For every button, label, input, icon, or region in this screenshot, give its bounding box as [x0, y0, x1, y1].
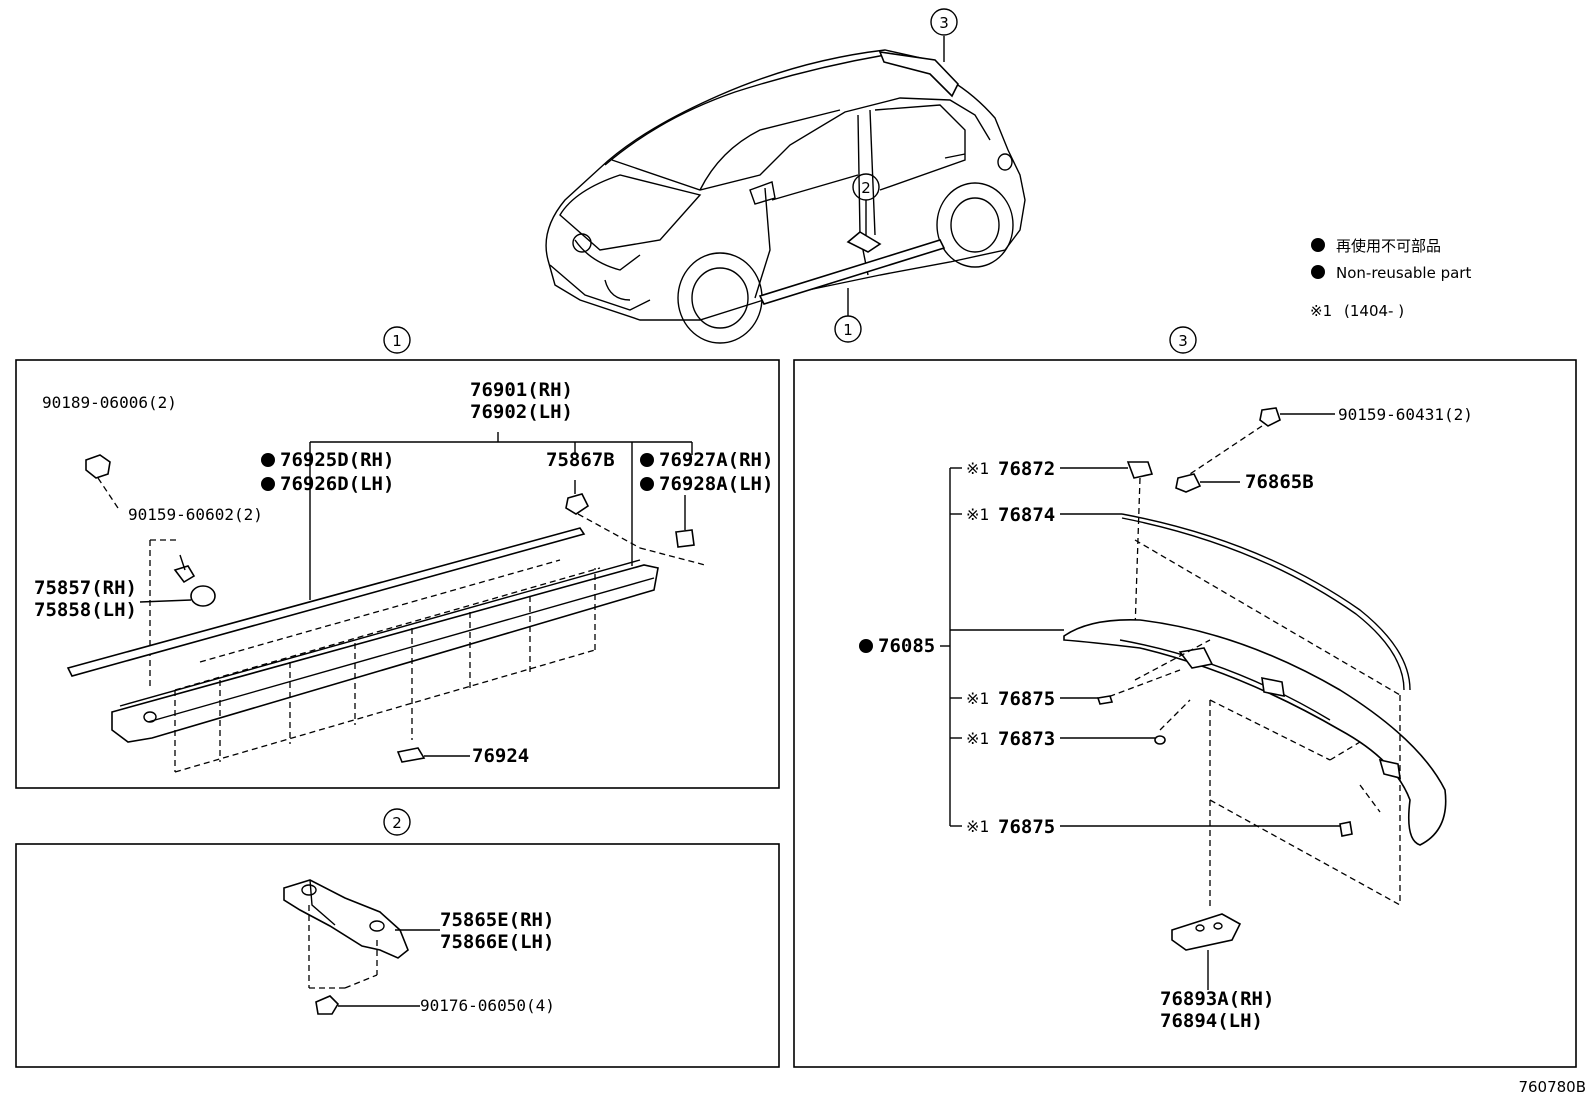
- label-90159-60602: 90159-60602(2): [128, 505, 263, 524]
- legend-note-mark: ※1: [1310, 302, 1332, 320]
- callout-3-panel: 3: [1169, 326, 1197, 354]
- callout-3-top: 3: [930, 8, 958, 36]
- panel-1-frame: [15, 359, 780, 789]
- non-reusable-dot-icon: [640, 477, 654, 491]
- moulding-strip: [66, 527, 586, 677]
- rocker-panel: [111, 564, 659, 743]
- label-90189-06006: 90189-06006(2): [42, 393, 177, 412]
- legend-non-reusable-en: Non-reusable part: [1336, 264, 1471, 282]
- note-mark: ※1: [966, 459, 989, 478]
- label-76875-a: 76875: [998, 688, 1055, 710]
- panel-1-labels: 90189-06006(2) 90159-60602(2) 75857(RH) …: [34, 379, 773, 767]
- svg-text:1: 1: [392, 332, 402, 350]
- label-90176-06050: 90176-06050(4): [420, 996, 555, 1015]
- label-75858: 75858(LH): [34, 599, 137, 621]
- label-76926D: 76926D(LH): [280, 473, 394, 495]
- label-76901: 76901(RH): [470, 379, 573, 401]
- figure-id: 760780B: [1518, 1078, 1586, 1096]
- non-reusable-dot-icon: [261, 453, 275, 467]
- panel-3-frame: [793, 359, 1577, 1068]
- label-76924: 76924: [472, 745, 529, 767]
- clip-90176: [315, 995, 340, 1015]
- non-reusable-dot-icon: [859, 639, 873, 653]
- label-76928A: 76928A(LH): [659, 473, 773, 495]
- svg-text:1: 1: [843, 321, 853, 339]
- label-76927A: 76927A(RH): [659, 449, 773, 471]
- svg-text:3: 3: [1178, 332, 1188, 350]
- vehicle-overview: [545, 36, 1026, 344]
- label-75866E: 75866E(LH): [440, 931, 554, 953]
- non-reusable-dot-icon: [1311, 265, 1325, 279]
- note-mark: ※1: [966, 689, 989, 708]
- callout-1-panel: 1: [383, 326, 411, 354]
- label-76085: 76085: [878, 635, 935, 657]
- note-mark: ※1: [966, 729, 989, 748]
- svg-text:2: 2: [861, 179, 871, 197]
- label-75865E: 75865E(RH): [440, 909, 554, 931]
- label-76925D: 76925D(RH): [280, 449, 394, 471]
- label-76873: 76873: [998, 728, 1055, 750]
- label-76872: 76872: [998, 458, 1055, 480]
- panel-1-parts: [66, 432, 706, 773]
- callout-2-top: 2: [852, 173, 880, 201]
- label-76875-b: 76875: [998, 816, 1055, 838]
- svg-text:3: 3: [939, 14, 949, 32]
- non-reusable-dot-icon: [640, 453, 654, 467]
- note-mark: ※1: [966, 817, 989, 836]
- non-reusable-dot-icon: [261, 477, 275, 491]
- legend: 再使用不可部品 Non-reusable part ※1 (1404- ): [1310, 237, 1471, 320]
- panel-2-parts: [283, 879, 440, 1015]
- panel-2-frame: [15, 843, 780, 1068]
- label-76894: 76894(LH): [1160, 1010, 1263, 1032]
- label-90159-60431: 90159-60431(2): [1338, 405, 1473, 424]
- panel-3-labels: 90159-60431(2) ※1 76872 76865B ※1 76874 …: [859, 405, 1473, 1032]
- label-75867B: 75867B: [546, 449, 615, 471]
- label-75857: 75857(RH): [34, 577, 137, 599]
- label-76865B: 76865B: [1245, 471, 1314, 493]
- svg-text:2: 2: [392, 814, 402, 832]
- step-cover: [283, 879, 409, 959]
- callout-2-panel: 2: [383, 808, 411, 836]
- clip-90189: [85, 454, 111, 479]
- note-mark: ※1: [966, 505, 989, 524]
- bracket-76893: [1171, 913, 1242, 951]
- rear-spoiler: [1063, 619, 1447, 846]
- non-reusable-dot-icon: [1311, 238, 1325, 252]
- panel-2-labels: 75865E(RH) 75866E(LH) 90176-06050(4): [420, 909, 555, 1015]
- callout-1-top: 1: [834, 315, 862, 343]
- label-76902: 76902(LH): [470, 401, 573, 423]
- panel-3-parts: [940, 407, 1447, 990]
- legend-non-reusable-jp: 再使用不可部品: [1336, 237, 1441, 255]
- label-76893A: 76893A(RH): [1160, 988, 1274, 1010]
- label-76874: 76874: [998, 504, 1055, 526]
- legend-note-range: (1404- ): [1344, 302, 1404, 320]
